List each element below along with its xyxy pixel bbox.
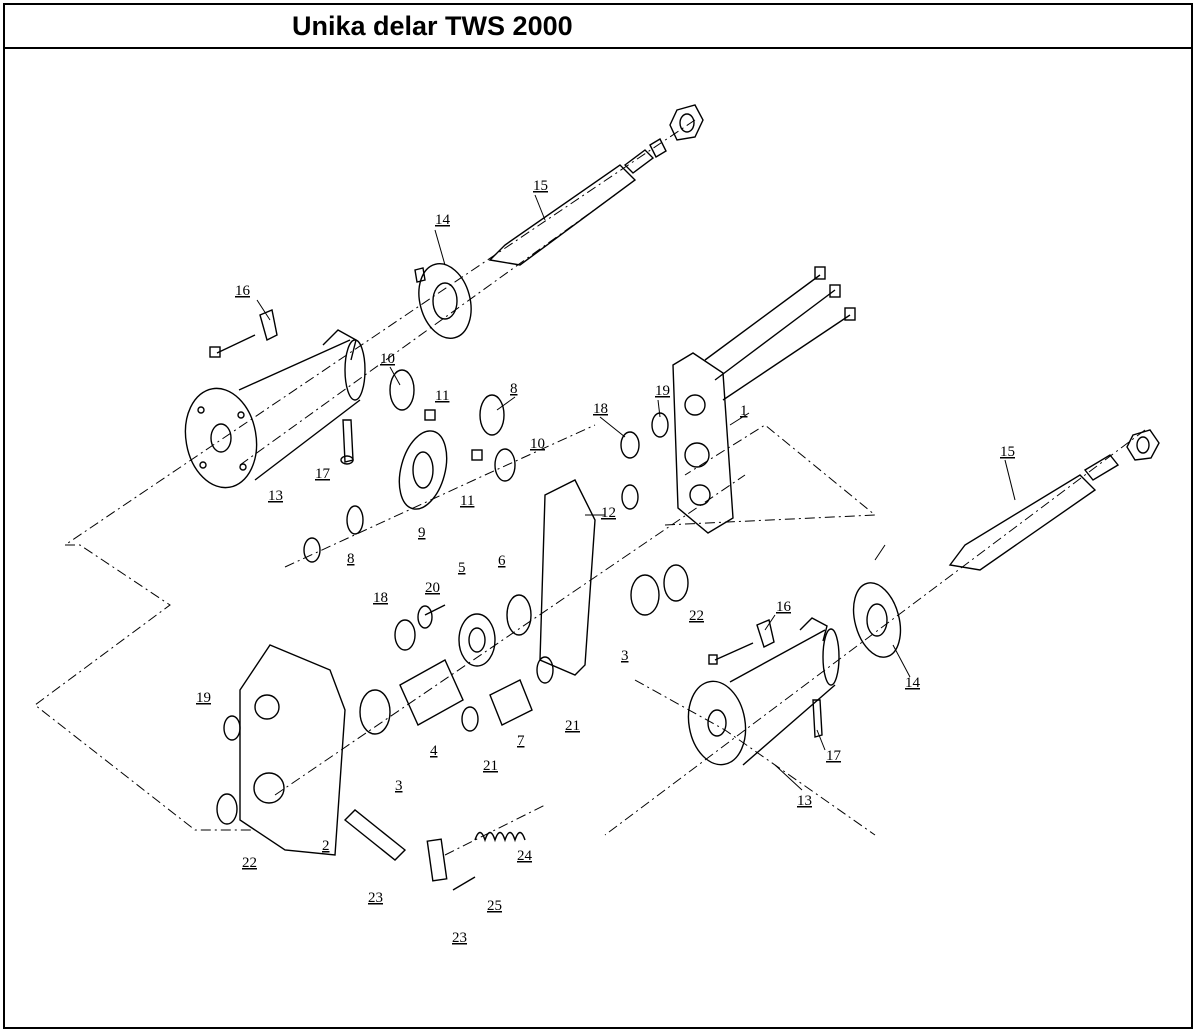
part-label-7: 7 [517, 733, 525, 749]
part-label-6: 6 [498, 553, 506, 569]
part-label-4: 4 [430, 743, 438, 759]
part-label-23: 23 [368, 890, 383, 906]
seal-19-lower [223, 715, 241, 741]
part-label-5: 5 [458, 560, 466, 576]
part-label-13: 13 [797, 793, 812, 809]
leader-lines [256, 194, 1016, 791]
bearing-18-upper [620, 431, 640, 459]
part-label-19: 19 [655, 383, 670, 399]
part-label-8: 8 [510, 381, 518, 397]
part-labels: 1 2 3 3 4 5 6 7 8 8 9 10 10 11 11 12 13 … [196, 178, 1015, 946]
bearing-mid [621, 484, 639, 510]
part-label-11: 11 [435, 388, 449, 404]
key-11-lower [471, 449, 483, 461]
part-label-3: 3 [621, 648, 629, 664]
gear-housing-main-left [239, 644, 346, 856]
bevel-gear-8-lower [346, 505, 364, 535]
part-label-17: 17 [315, 466, 331, 482]
diagram-frame: Unika delar TWS 2000 [3, 3, 1193, 1029]
seal-22-lower [216, 793, 238, 825]
part-label-15: 15 [1000, 444, 1015, 460]
seal-22-right [663, 564, 689, 602]
part-label-20: 20 [425, 580, 440, 596]
part-label-14: 14 [435, 212, 451, 228]
bearing-21-left [461, 706, 479, 732]
key-11-upper [424, 409, 436, 421]
part-label-17: 17 [826, 748, 842, 764]
shaft-20 [417, 604, 446, 629]
part-label-10: 10 [530, 436, 545, 452]
bearing-21-right [536, 656, 554, 684]
differential-gear-9 [398, 430, 448, 510]
part-label-13: 13 [268, 488, 283, 504]
drive-shaft-upper [488, 104, 704, 266]
axle-tube-upper-left [184, 329, 366, 489]
part-label-22: 22 [689, 608, 704, 624]
bearing-flange-lower [852, 582, 902, 658]
part-label-12: 12 [601, 505, 616, 521]
page-title: Unika delar TWS 2000 [292, 11, 573, 41]
splined-shaft-4 [399, 659, 464, 726]
part-label-18: 18 [593, 401, 608, 417]
bearing-3-right [630, 574, 660, 616]
title-bar: Unika delar TWS 2000 [5, 5, 1191, 49]
bearing-18-lower [394, 619, 416, 651]
part-label-14: 14 [905, 675, 921, 691]
part-label-21: 21 [565, 718, 580, 734]
part-label-8: 8 [347, 551, 355, 567]
bevel-gear-10-upper [389, 369, 415, 411]
exploded-parts-diagram: 1 2 3 3 4 5 6 7 8 8 9 10 10 11 11 12 13 … [34, 104, 1160, 946]
bearing-small-left [303, 537, 321, 563]
part-label-9: 9 [418, 525, 426, 541]
part-label-25: 25 [487, 898, 502, 914]
gear-5 [458, 613, 496, 667]
gear-6 [506, 594, 532, 636]
part-label-22: 22 [242, 855, 257, 871]
spring-24 [474, 831, 526, 843]
bevel-gear-8-upper [479, 394, 505, 436]
part-label-2: 2 [322, 838, 330, 854]
shift-rod-23 [343, 809, 407, 861]
bolt-clip-upper-left [209, 309, 354, 465]
part-label-10: 10 [380, 351, 395, 367]
shift-plate-23 [426, 838, 448, 882]
part-label-21: 21 [483, 758, 498, 774]
part-label-3: 3 [395, 778, 403, 794]
assembly-axis-lines [34, 119, 1146, 856]
part-label-24: 24 [517, 848, 533, 864]
gasket-12 [539, 479, 596, 676]
part-label-16: 16 [776, 599, 792, 615]
part-label-18: 18 [373, 590, 388, 606]
axle-tube-lower-right [687, 617, 840, 766]
part-label-11: 11 [460, 493, 474, 509]
part-label-23: 23 [452, 930, 467, 946]
drive-shaft-lower [948, 429, 1160, 571]
part-label-1: 1 [740, 403, 748, 419]
gear-housing-cover-right [672, 266, 856, 534]
bearing-flange-upper [414, 263, 472, 339]
part-label-15: 15 [533, 178, 548, 194]
bearing-3-left [359, 689, 391, 735]
part-label-19: 19 [196, 690, 211, 706]
splined-gear-7 [489, 679, 533, 726]
pin-25 [452, 876, 476, 891]
part-label-16: 16 [235, 283, 251, 299]
bolt-clip-lower-right [708, 619, 823, 738]
bevel-gear-10-lower [494, 448, 516, 482]
